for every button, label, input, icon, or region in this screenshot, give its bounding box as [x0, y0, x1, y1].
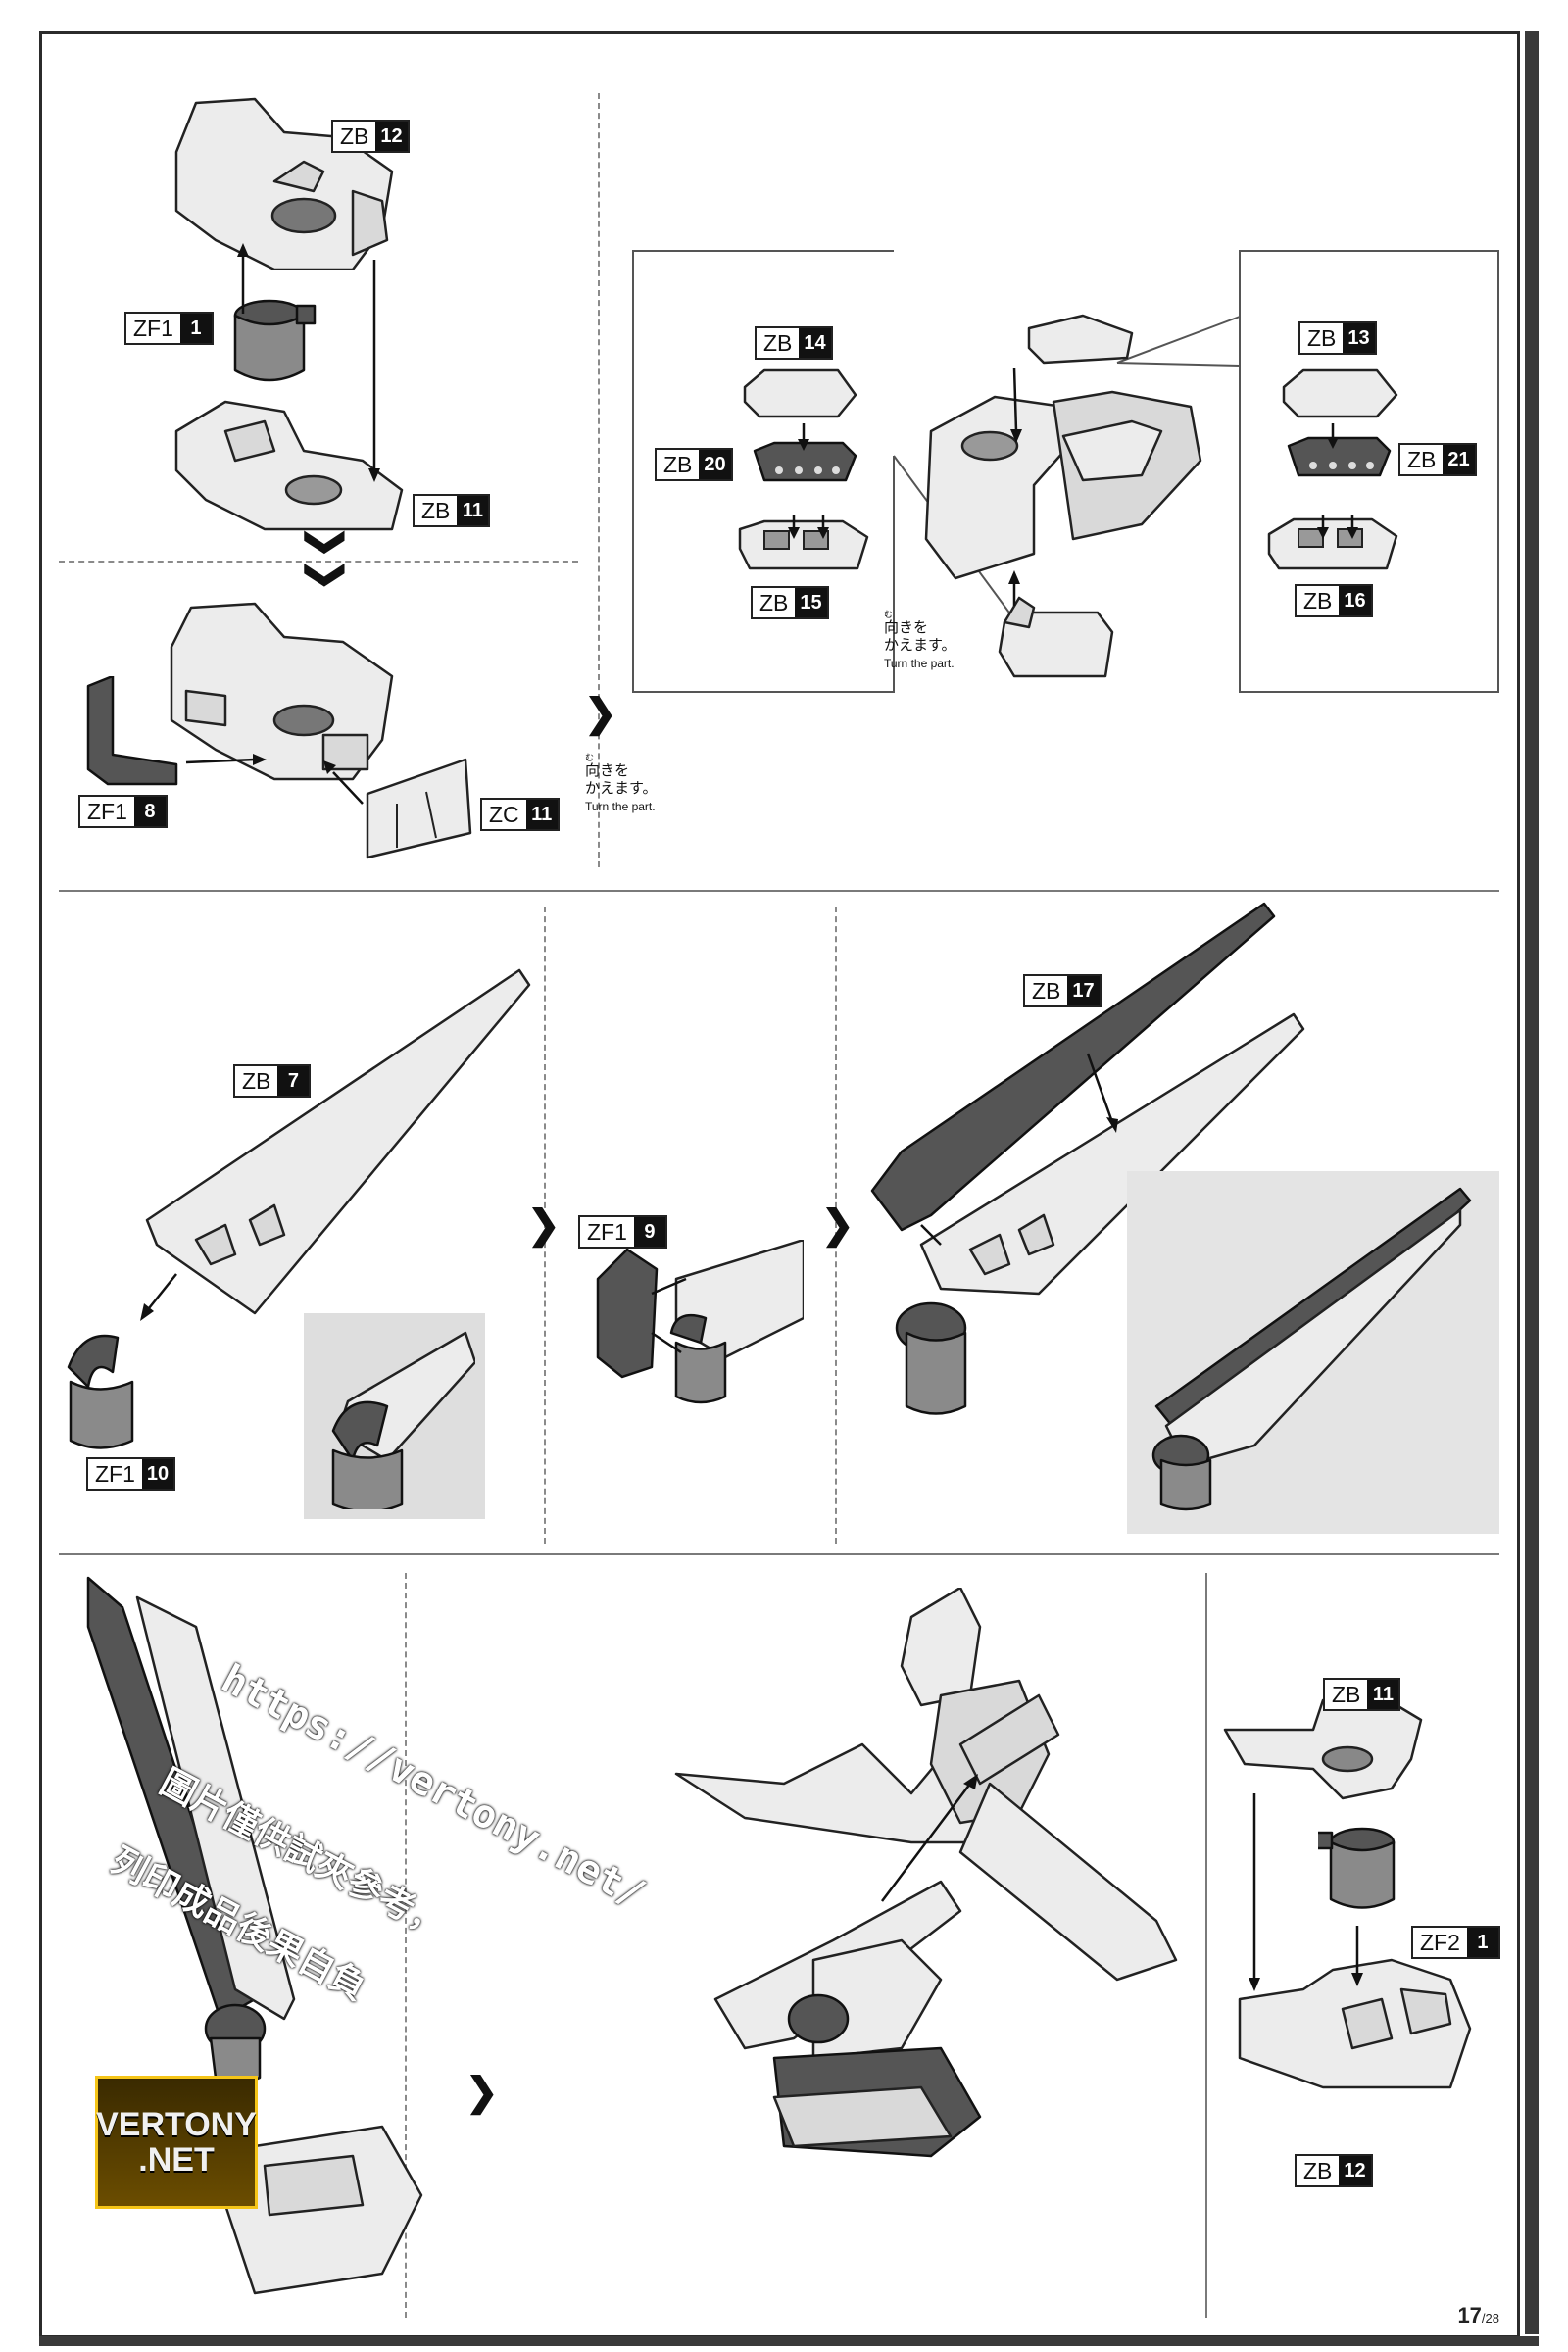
- part-zf1-10-illustration: [59, 1328, 157, 1465]
- arrow-up: [1000, 568, 1029, 608]
- assembly-arrows: [59, 147, 412, 568]
- turn-part-note: む 向きを かえます。 Turn the part.: [585, 753, 658, 815]
- logo-text-line2: .NET: [138, 2142, 214, 2178]
- page-number: 17/28: [1457, 2303, 1499, 2328]
- step-chevron: ❯❯: [308, 525, 347, 591]
- step-chevron: ❯: [821, 1205, 855, 1245]
- page-edge-shadow-bottom: [39, 2336, 1539, 2346]
- assembly-arrows-bottom: [1235, 1784, 1392, 2019]
- callout-arrows-right: [1294, 412, 1382, 549]
- reference-photo: [304, 1313, 485, 1519]
- callout-arrows-left: [764, 412, 853, 549]
- divider: [598, 93, 600, 867]
- section-divider: [59, 890, 1499, 892]
- step-chevron: ❯: [584, 694, 617, 733]
- assembly-arrows-2: [176, 735, 372, 813]
- vertony-logo: VERTONY .NET: [95, 2076, 258, 2209]
- step-chevron: ❯: [527, 1205, 561, 1245]
- final-wing-assembly-center: [666, 1588, 1215, 2293]
- step-chevron: ❯: [466, 2073, 499, 2112]
- section-divider: [59, 1553, 1499, 1555]
- reference-photo: [1127, 1171, 1499, 1534]
- page-edge-shadow: [1525, 31, 1539, 2334]
- logo-text-line1: VERTONY: [96, 2107, 257, 2142]
- part-zc11-illustration: [358, 755, 475, 862]
- assembly-zf1-9-illustration: [588, 1240, 804, 1406]
- turn-part-note: む 向きを かえます。 Turn the part.: [884, 610, 956, 672]
- assembly-center-illustration: [916, 314, 1210, 588]
